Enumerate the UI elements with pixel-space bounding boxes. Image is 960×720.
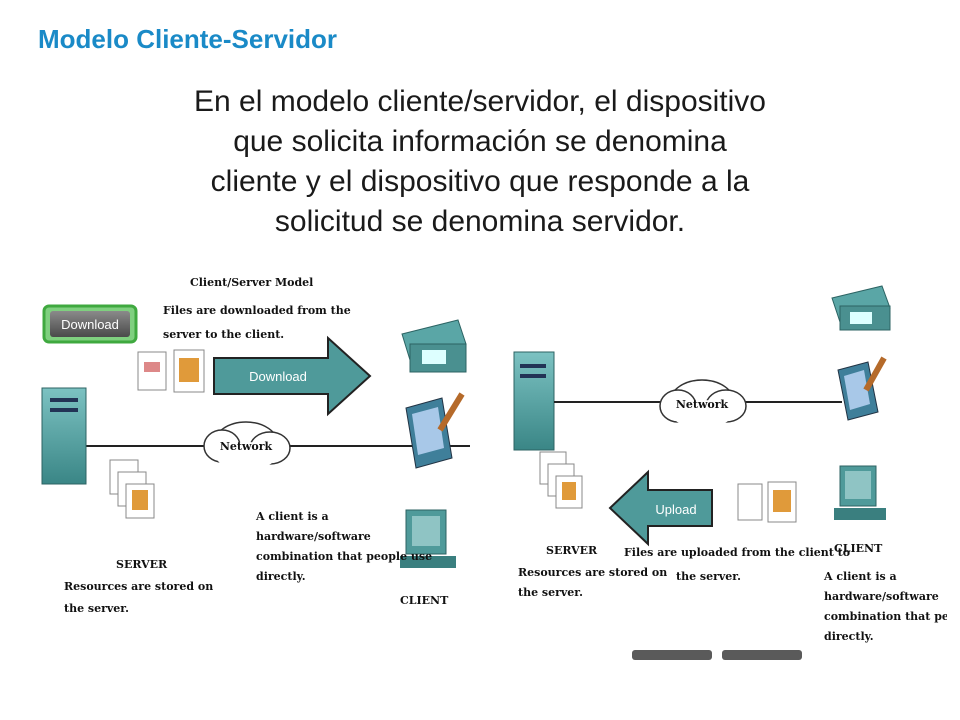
download-diagram: Client/Server Model Files are downloaded…: [38, 262, 470, 660]
network-cloud-icon: Network: [203, 421, 291, 470]
server-icon: [513, 351, 555, 451]
client-note-line: A client is a: [255, 510, 329, 523]
pda-icon: [405, 392, 465, 469]
client-note-line: combination that people use: [824, 610, 947, 623]
server-documents-icon: [539, 451, 583, 509]
server-icon: [41, 387, 87, 485]
client-label: CLIENT: [834, 542, 883, 555]
document-icon: [137, 349, 205, 393]
client-note-line: combination that people use: [256, 550, 432, 563]
client-label: CLIENT: [400, 594, 449, 607]
diagram-heading: Client/Server Model: [190, 276, 313, 289]
server-note-line: Resources are stored on: [518, 566, 667, 579]
download-arrow-label: Download: [249, 369, 307, 384]
definition-line: que solicita información se denomina: [233, 125, 727, 158]
diagram-description-line: server to the client.: [163, 328, 284, 341]
client-note-line: hardware/software: [824, 590, 939, 603]
client-note-line: directly.: [824, 630, 874, 643]
download-button[interactable]: Download: [42, 304, 138, 344]
server-documents-icon: [109, 459, 155, 519]
pda-icon: [837, 356, 887, 421]
server-label: SERVER: [546, 544, 598, 557]
download-arrow: Download: [213, 335, 372, 417]
upload-note-line: the server.: [676, 570, 741, 583]
definition-text: En el modelo cliente/servidor, el dispos…: [60, 82, 900, 242]
client-note-line: hardware/software: [256, 530, 371, 543]
definition-line: En el modelo cliente/servidor, el dispos…: [194, 85, 766, 118]
upload-diagram-canvas: Network Upload: [513, 285, 960, 660]
network-label: Network: [220, 440, 273, 453]
phone-icon: [831, 285, 891, 331]
upload-diagram: Network Upload: [512, 262, 960, 660]
slide-title: Modelo Cliente-Servidor: [38, 24, 338, 54]
server-note-line: the server.: [64, 602, 129, 615]
phone-icon: [401, 319, 467, 373]
client-documents-icon: [737, 481, 797, 523]
server-label: SERVER: [116, 558, 168, 571]
server-note-line: Resources are stored on: [64, 580, 213, 593]
bottom-button[interactable]: [722, 650, 802, 660]
definition-line: solicitud se denomina servidor.: [274, 205, 686, 238]
server-note-line: the server.: [518, 586, 583, 599]
client-computer-icon: [834, 465, 886, 520]
upload-arrow-label: Upload: [655, 502, 696, 517]
diagram-description-line: Files are downloaded from the: [163, 304, 351, 317]
network-cloud-icon: Network: [659, 379, 747, 428]
client-note-line: directly.: [256, 570, 306, 583]
download-diagram-canvas: Client/Server Model Files are downloaded…: [41, 276, 470, 615]
download-button-label: Download: [61, 317, 119, 332]
upload-arrow: Upload: [608, 469, 713, 547]
network-label: Network: [676, 398, 729, 411]
client-computer-icon: [400, 509, 456, 568]
definition-line: cliente y el dispositivo que responde a …: [210, 165, 750, 198]
bottom-button[interactable]: [632, 650, 712, 660]
upload-note-line: Files are uploaded from the client to: [624, 546, 850, 559]
client-note-line: A client is a: [823, 570, 897, 583]
